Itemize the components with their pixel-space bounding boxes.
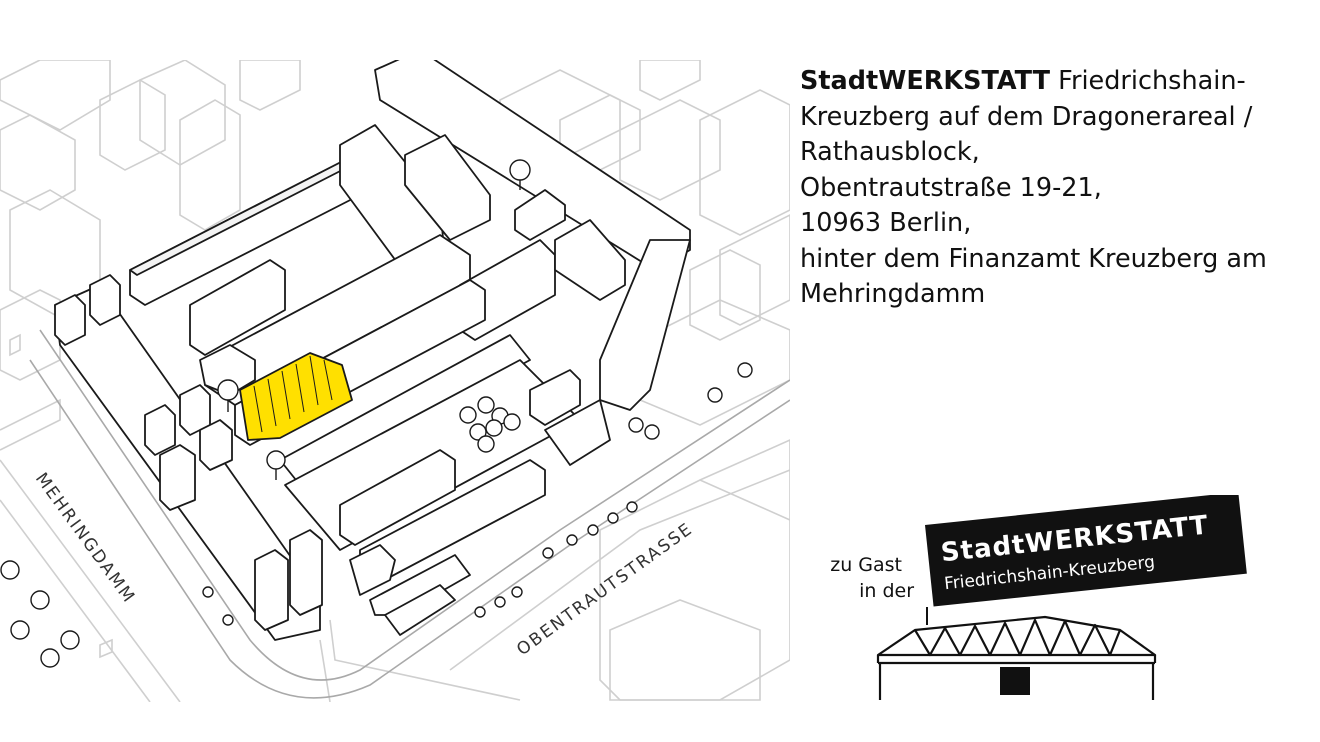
street-label-obentrautstrasse: OBENTRAUTSTRASSE <box>513 519 697 660</box>
logo-truss <box>876 615 1157 700</box>
site-map: MEHRINGDAMM OBENTRAUTSTRASSE <box>0 60 790 702</box>
org-name-rest: Friedrichshain- <box>1050 66 1246 96</box>
street-label-mehringdamm: MEHRINGDAMM <box>31 469 139 608</box>
address-line-2: Kreuzberg auf dem Dragonerareal / <box>800 101 1253 132</box>
address-line-7: Mehringdamm <box>800 279 986 309</box>
address-line-6: hinter dem Finanzamt Kreuzberg am <box>800 243 1267 274</box>
block-outline <box>29 329 790 699</box>
address-block: StadtWERKSTATT Friedrichshain- Kreuzberg… <box>800 64 1310 313</box>
block-buildings <box>54 60 691 641</box>
stadtwerkstatt-logo: zu Gast in der StadtWERKSTATT Friedrichs… <box>830 495 1247 700</box>
address-line-4: Obentrautstraße 19-21, <box>800 172 1102 203</box>
highlighted-building <box>239 352 353 441</box>
trees <box>0 159 753 668</box>
logo-door <box>1000 667 1030 695</box>
logo-guest-line-2: in der <box>859 580 914 602</box>
logo-sign: StadtWERKSTATT Friedrichshain-Kreuzberg <box>925 495 1247 607</box>
address-line-3: Rathausblock, <box>800 137 980 167</box>
address-line-5: 10963 Berlin, <box>800 208 972 238</box>
org-name-bold: StadtWERKSTATT <box>800 66 1051 96</box>
logo-guest-line-1: zu Gast <box>830 554 902 576</box>
address-line-1: StadtWERKSTATT Friedrichshain- <box>800 64 1310 100</box>
